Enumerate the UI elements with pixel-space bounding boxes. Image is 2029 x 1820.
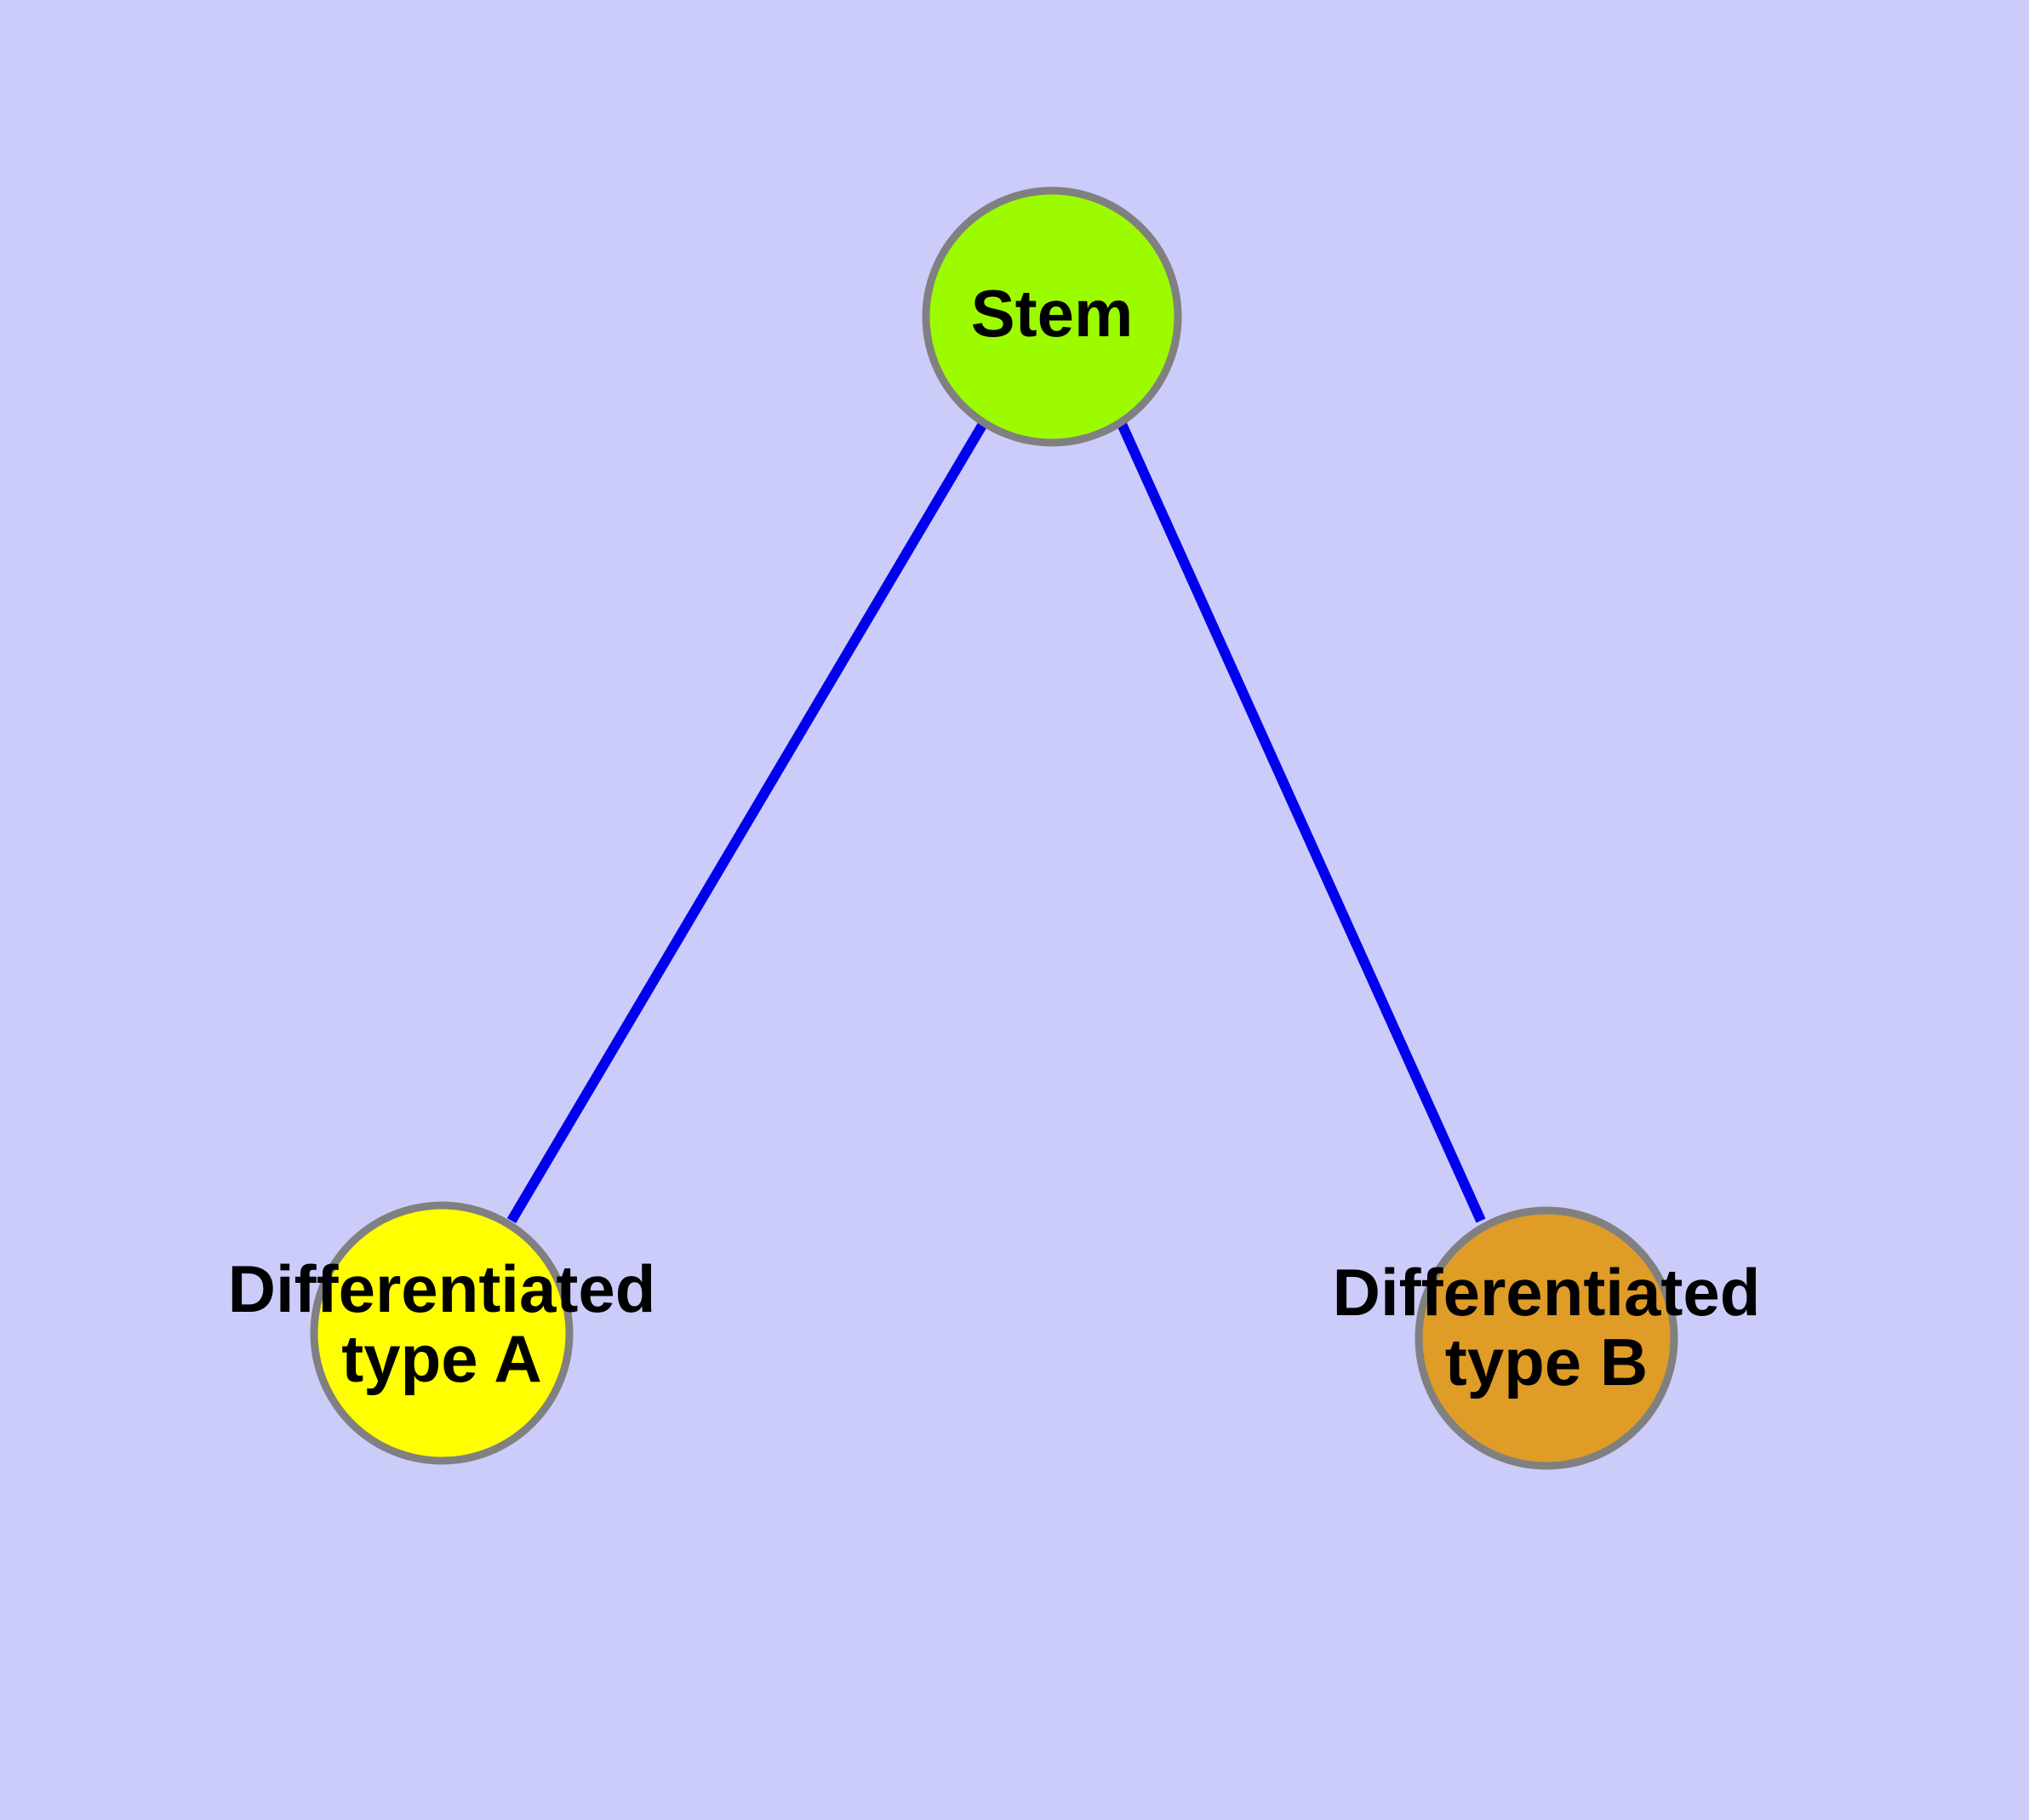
node-stem[interactable] <box>922 186 1182 447</box>
node-differentiated-type-a[interactable] <box>310 1201 574 1465</box>
edge-stem-to-differentiated-type-a <box>506 421 988 1224</box>
edge-stem-to-differentiated-type-b <box>1117 421 1486 1223</box>
node-differentiated-type-b[interactable] <box>1415 1206 1678 1470</box>
